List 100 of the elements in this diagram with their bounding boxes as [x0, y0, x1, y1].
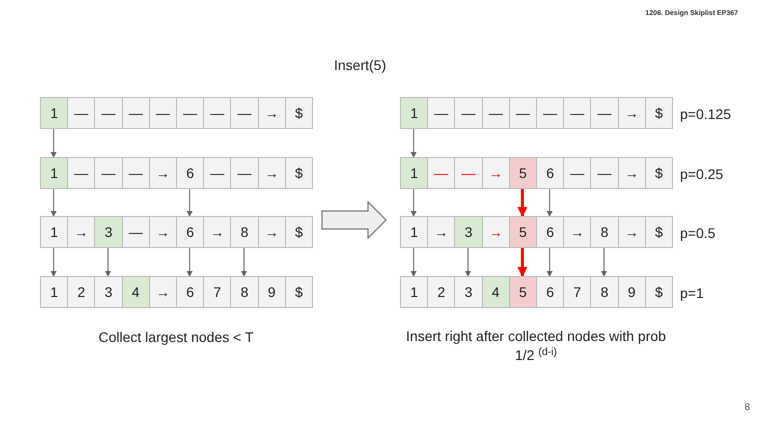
- title: Insert(5): [334, 56, 386, 75]
- list-cell: —: [122, 97, 150, 129]
- list-cell: 5: [508, 276, 537, 308]
- list-cell: 1: [40, 276, 68, 308]
- list-cell: —: [427, 97, 456, 129]
- list-cell: 6: [536, 216, 564, 248]
- list-cell: 8: [230, 216, 259, 248]
- list-cell: →: [258, 216, 286, 248]
- page-number: 8: [744, 401, 750, 415]
- list-cell: —: [482, 97, 510, 129]
- list-cell: 1: [40, 157, 68, 189]
- list-cell: $: [644, 276, 673, 308]
- list-cell: 6: [536, 157, 564, 189]
- list-cell: 5: [508, 216, 537, 248]
- label: Collect largest nodes < T: [98, 328, 254, 347]
- list-cell: —: [203, 97, 232, 129]
- list-cell: 5: [508, 157, 537, 189]
- list-cell: $: [284, 276, 313, 308]
- list-cell: 6: [536, 276, 564, 308]
- list-cell: →: [258, 97, 286, 129]
- list-cell: —: [590, 157, 619, 189]
- list-cell: —: [148, 97, 177, 129]
- arrow: [410, 128, 417, 158]
- list-cell: 8: [230, 276, 259, 308]
- list-cell: 6: [176, 216, 204, 248]
- list-cell: $: [644, 97, 673, 129]
- list-cell: 1: [400, 216, 428, 248]
- arrow: [186, 188, 193, 217]
- list-cell: $: [644, 157, 673, 189]
- list-cell: 2: [427, 276, 456, 308]
- label: p=1: [680, 284, 704, 303]
- list-cell: 3: [454, 216, 483, 248]
- list-cell: 1: [400, 276, 428, 308]
- list-cell: 6: [176, 157, 204, 189]
- list-cell: →: [148, 276, 177, 308]
- arrow: [50, 128, 57, 158]
- list-cell: 1: [40, 216, 68, 248]
- list-cell: →: [148, 157, 177, 189]
- list-cell: →: [203, 216, 232, 248]
- list-cell: $: [284, 216, 313, 248]
- list-cell: 1: [40, 97, 68, 129]
- arrow: [410, 248, 417, 277]
- arrow: [50, 248, 57, 277]
- list-cell: —: [122, 157, 150, 189]
- list-cell: —: [590, 97, 619, 129]
- list-cell: →: [148, 216, 177, 248]
- arrow: [517, 189, 528, 217]
- list-cell: —: [230, 97, 259, 129]
- list-cell: 3: [454, 276, 483, 308]
- list-cell: —: [94, 97, 123, 129]
- list-cell: 7: [203, 276, 232, 308]
- list-cell: —: [67, 157, 96, 189]
- list-cell: —: [176, 97, 204, 129]
- arrow: [546, 188, 553, 217]
- arrow: [517, 248, 528, 277]
- arrow: [186, 248, 193, 277]
- list-cell: →: [258, 157, 286, 189]
- list-cell: $: [644, 216, 673, 248]
- arrow: [410, 188, 417, 217]
- list-cell: →: [618, 157, 646, 189]
- list-cell: →: [618, 97, 646, 129]
- list-cell: —: [563, 157, 592, 189]
- arrow: [601, 248, 607, 277]
- list-cell: →: [427, 216, 456, 248]
- list-cell: 3: [94, 216, 123, 248]
- list-cell: —: [230, 157, 259, 189]
- list-cell: 8: [590, 216, 619, 248]
- list-cell: —: [563, 97, 592, 129]
- list-cell: →: [618, 216, 646, 248]
- list-cell: →: [482, 157, 510, 189]
- list-cell: 9: [258, 276, 286, 308]
- list-cell: 3: [94, 276, 123, 308]
- label: p=0.125: [680, 105, 731, 124]
- list-cell: —: [67, 97, 96, 129]
- arrow: [241, 248, 247, 277]
- arrow: [546, 248, 553, 277]
- list-cell: —: [122, 216, 150, 248]
- list-cell: 4: [482, 276, 510, 308]
- list-cell: 9: [618, 276, 646, 308]
- arrow: [465, 248, 471, 277]
- arrow: [105, 248, 111, 277]
- block-arrow: [322, 200, 387, 240]
- list-cell: →: [563, 216, 592, 248]
- list-cell: →: [482, 216, 510, 248]
- list-cell: —: [203, 157, 232, 189]
- label: p=0.25: [680, 165, 724, 184]
- label: Insert right after collected nodes with prob 1/2 $^{(d-i)}$: [405, 327, 667, 365]
- list-cell: 1: [400, 97, 428, 129]
- list-cell: —: [508, 97, 537, 129]
- label: p=0.5: [680, 224, 716, 243]
- list-cell: 1: [400, 157, 428, 189]
- list-cell: —: [536, 97, 564, 129]
- list-cell: 4: [122, 276, 150, 308]
- list-cell: 8: [590, 276, 619, 308]
- list-cell: —: [94, 157, 123, 189]
- arrow: [50, 188, 57, 217]
- list-cell: —: [454, 97, 483, 129]
- list-cell: →: [67, 216, 96, 248]
- list-cell: —: [454, 157, 483, 189]
- list-cell: $: [284, 97, 313, 129]
